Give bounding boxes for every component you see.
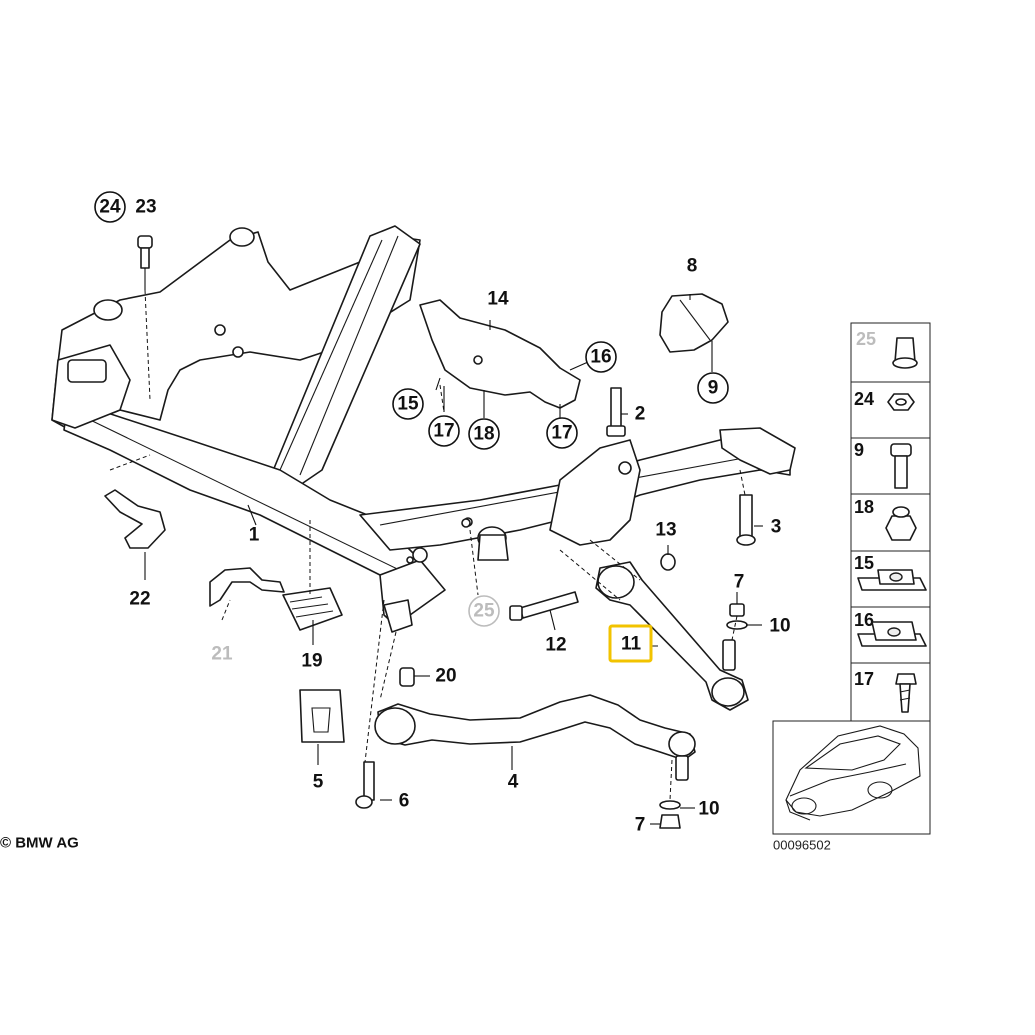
callout-20: 20 <box>435 666 456 687</box>
callout-4: 4 <box>508 772 519 793</box>
leader-lines <box>109 268 763 825</box>
callout-2: 2 <box>635 404 646 425</box>
callout-25: 25 <box>473 601 495 622</box>
callout-10-upper: 10 <box>769 616 790 637</box>
callout-21: 21 <box>211 644 233 665</box>
callout-labels: 24 23 1 2 3 4 5 6 7 7 8 9 10 10 11 12 13… <box>94 191 791 836</box>
svg-text:25: 25 <box>856 329 876 349</box>
callout-14: 14 <box>487 289 509 310</box>
callout-23: 23 <box>135 197 156 218</box>
callout-18: 18 <box>473 424 494 445</box>
front-subframe-drawing <box>51 225 796 633</box>
callout-19: 19 <box>301 651 322 672</box>
callout-17-left: 17 <box>433 421 454 442</box>
callout-17-right: 17 <box>551 423 572 444</box>
svg-text:9: 9 <box>854 440 864 460</box>
callout-7-lower: 7 <box>635 815 646 836</box>
legend-row-24: 24 <box>854 389 915 411</box>
callout-11[interactable]: 11 <box>621 634 642 655</box>
part-14-bracket-drawing <box>419 299 581 409</box>
callout-1: 1 <box>249 525 260 546</box>
callout-12: 12 <box>545 635 566 656</box>
hardware-legend-panel: 25 24 9 18 15 16 <box>850 322 931 722</box>
legend-row-18: 18 <box>854 497 917 541</box>
callout-10-lower: 10 <box>698 799 719 820</box>
callout-15: 15 <box>397 394 419 415</box>
callout-16: 16 <box>590 347 611 368</box>
legend-row-17: 17 <box>854 669 917 713</box>
diagram-id: 00096502 <box>773 838 831 853</box>
highlight-box <box>608 624 653 663</box>
legend-row-25: 25 <box>856 329 918 369</box>
legend-row-15: 15 <box>854 553 927 591</box>
svg-text:18: 18 <box>854 497 874 517</box>
svg-text:24: 24 <box>854 389 874 409</box>
part-11-tension-strut-drawing <box>595 561 749 711</box>
svg-text:15: 15 <box>854 553 874 573</box>
callout-7-upper: 7 <box>734 572 745 593</box>
legend-row-9: 9 <box>854 440 912 489</box>
legend-row-16: 16 <box>854 610 927 647</box>
callout-5: 5 <box>313 772 324 793</box>
callout-6: 6 <box>399 791 410 812</box>
callout-13: 13 <box>655 520 676 541</box>
hardware-drawings <box>104 235 756 829</box>
svg-text:17: 17 <box>854 669 874 689</box>
part-4-wishbone-drawing <box>374 694 696 781</box>
svg-text:16: 16 <box>854 610 874 630</box>
part-8-bracket-drawing <box>659 293 729 353</box>
callout-9: 9 <box>708 378 719 399</box>
copyright-notice: © BMW AG <box>0 835 79 852</box>
car-thumbnail <box>772 720 931 835</box>
callout-24: 24 <box>99 197 121 218</box>
callout-3: 3 <box>771 517 782 538</box>
callout-22: 22 <box>129 589 150 610</box>
callout-8: 8 <box>687 256 698 277</box>
